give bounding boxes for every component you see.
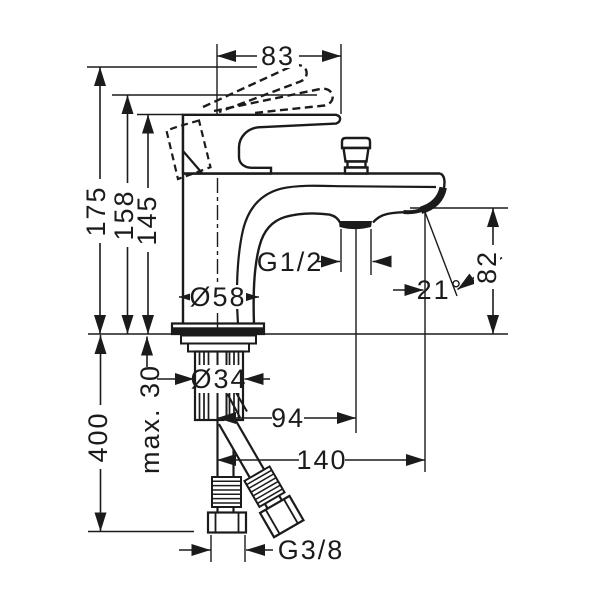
spout-inner-curve — [252, 212, 331, 325]
dim-label-thread-g38: G3/8 — [278, 535, 345, 565]
dim-label-height-175: 175 — [81, 185, 111, 236]
knob-skirt — [342, 146, 370, 163]
dim-label-width-83: 83 — [261, 41, 295, 71]
dim-label-hose-400: 400 — [83, 411, 113, 462]
base-plate-shadow — [172, 327, 264, 334]
faucet-body — [181, 114, 447, 325]
dim-label-thread-g12: G1/2 — [257, 247, 324, 277]
dim-label-diameter-34: Ø34 — [190, 364, 247, 394]
corrugation-ribs — [212, 480, 241, 504]
washer — [180, 334, 257, 345]
hose-corrugation — [243, 465, 286, 509]
mounting-nut — [187, 342, 250, 353]
dim-label-max-30: max. 30 — [135, 364, 165, 474]
dim-label-height-145: 145 — [132, 194, 162, 245]
hose-nut-facets — [214, 513, 240, 532]
spout-beak-taper — [403, 208, 423, 215]
spout-shoulder-line — [337, 185, 437, 189]
dim-label-height-158: 158 — [109, 189, 139, 240]
corrugation-ribs — [246, 469, 283, 505]
hose-nut-facets — [265, 499, 299, 534]
hose-nut — [206, 511, 248, 534]
dim-label-reach-140: 140 — [296, 445, 347, 475]
dim-label-offset-94: 94 — [271, 403, 305, 433]
dim-label-angle-21: 21° — [417, 275, 464, 305]
dimension-labels: 83 175 158 145 400 82 max. 30 Ø58 Ø34 94… — [81, 41, 502, 565]
lever-outline — [181, 113, 342, 175]
spout-beak — [419, 186, 447, 214]
lever-swivel-position — [165, 119, 212, 181]
label-masks — [84, 44, 500, 471]
knob-flange — [343, 166, 369, 175]
dim-label-height-82: 82 — [472, 250, 502, 284]
supply-hose-vertical — [206, 420, 248, 534]
hose-nut — [258, 494, 305, 539]
dim-label-diameter-58: Ø58 — [189, 282, 246, 312]
spout-outer-curve — [235, 184, 339, 325]
spout-underside-right — [372, 211, 404, 224]
lever-chamfer — [182, 150, 203, 174]
angle-21-line — [424, 211, 458, 297]
outlet-left-shoulder — [329, 213, 342, 224]
knob-cap — [340, 136, 372, 150]
shower-outlet — [339, 221, 372, 230]
handle-lever — [165, 63, 342, 181]
diverter-knob — [340, 136, 372, 175]
